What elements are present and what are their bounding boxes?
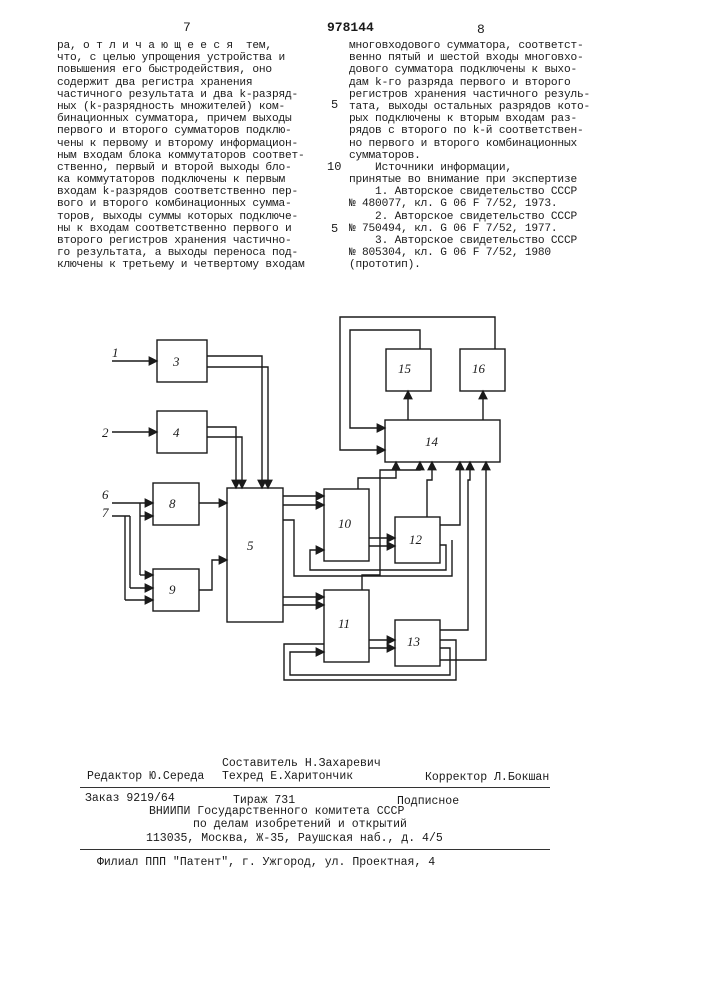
left-column-line: содержит два регистра хранения xyxy=(57,77,305,89)
left-column-line: повышения его быстродействия, оно xyxy=(57,64,305,76)
footer-branch: Филиал ППП "Патент", г. Ужгород, ул. Про… xyxy=(97,856,435,869)
footer-compiler: Составитель Н.Захаревич xyxy=(222,757,381,770)
right-column-line: 2. Авторское свидетельство СССР xyxy=(349,211,590,223)
left-column-line: второго регистров хранения частично- xyxy=(57,235,305,247)
line-number-5: 5 xyxy=(331,98,338,112)
page-number-right: 8 xyxy=(477,22,485,37)
right-column-line: принятые во внимание при экспертизе xyxy=(349,174,590,186)
left-column-line: ны к входам соответственно первого и xyxy=(57,223,305,235)
footer-address: 113035, Москва, Ж-35, Раушская наб., д. … xyxy=(146,832,443,845)
left-column-line: ка коммутаторов подключены к первым xyxy=(57,174,305,186)
right-column-line: тата, выходы остальных разрядов кото- xyxy=(349,101,590,113)
right-column-line: дового сумматора подключены к выхо- xyxy=(349,64,590,76)
right-column-line: рядов с второго по k-й соответствен- xyxy=(349,125,590,137)
left-text-column: ра, о т л и ч а ю щ е е с я тем,что, с ц… xyxy=(57,40,305,272)
line-number-10: 10 xyxy=(327,160,341,174)
label-block-16: 16 xyxy=(472,361,486,376)
left-column-line: частичного результата и два k-разряд- xyxy=(57,89,305,101)
block-5 xyxy=(227,488,283,622)
label-block-3: 3 xyxy=(172,354,180,369)
block-8 xyxy=(153,483,199,525)
left-column-line: ных (k-разрядность множителей) ком- xyxy=(57,101,305,113)
right-column-line: венно пятый и шестой входы многовхо- xyxy=(349,52,590,64)
right-column-line: № 750494, кл. G 06 F 7/52, 1977. xyxy=(349,223,590,235)
right-column-line: № 480077, кл. G 06 F 7/52, 1973. xyxy=(349,198,590,210)
left-column-line: чены к первому и второму информацион- xyxy=(57,138,305,150)
right-column-line: но первого и второго комбинационных xyxy=(349,138,590,150)
page-number-left: 7 xyxy=(183,20,191,35)
footer-editor: Редактор Ю.Середа xyxy=(87,770,204,783)
right-column-line: 1. Авторское свидетельство СССР xyxy=(349,186,590,198)
label-block-13: 13 xyxy=(407,634,421,649)
footer-subscription: Подписное xyxy=(397,795,459,808)
block-14 xyxy=(385,420,500,462)
line-number-5b: 5 xyxy=(331,222,338,236)
footer-corrector: Корректор Л.Бокшан xyxy=(425,771,549,784)
block-4 xyxy=(157,411,207,453)
left-column-line: вого и второго комбинационных сумма- xyxy=(57,198,305,210)
left-column-line: ным входам блока коммутаторов соответ- xyxy=(57,150,305,162)
label-block-8: 8 xyxy=(169,496,176,511)
label-block-9: 9 xyxy=(169,582,176,597)
left-column-line: торов, выходы суммы которых подключе- xyxy=(57,211,305,223)
footer-rule-2 xyxy=(80,849,550,850)
label-block-15: 15 xyxy=(398,361,412,376)
label-block-11: 11 xyxy=(338,616,350,631)
block-diagram: 3 4 5 8 9 10 11 12 13 14 15 16 1 2 6 7 xyxy=(0,290,707,690)
label-block-4: 4 xyxy=(173,425,180,440)
label-input-7: 7 xyxy=(102,505,109,520)
patent-number: 978144 xyxy=(327,20,374,35)
right-column-line: 3. Авторское свидетельство СССР xyxy=(349,235,590,247)
label-input-1: 1 xyxy=(112,345,119,360)
left-column-line: ключены к третьему и четвертому входам xyxy=(57,259,305,271)
left-column-line: ственно, первый и второй выходы бло- xyxy=(57,162,305,174)
left-column-line: го результата, а выходы переноса под- xyxy=(57,247,305,259)
left-column-line: первого и второго сумматоров подклю- xyxy=(57,125,305,137)
right-column-line: рых подключены к вторым входам раз- xyxy=(349,113,590,125)
right-column-line: Источники информации, xyxy=(349,162,590,174)
right-column-line: дам k-го разряда первого и второго xyxy=(349,77,590,89)
right-text-column: многовходового сумматора, соответст-венн… xyxy=(349,40,590,272)
footer-order: Заказ 9219/64 xyxy=(85,792,175,805)
right-column-line: (прототип). xyxy=(349,259,590,271)
footer-org1: ВНИИПИ Государственного комитета СССР xyxy=(149,805,404,818)
left-column-line: что, с целью упрощения устройства и xyxy=(57,52,305,64)
right-column-line: № 805304, кл. G 06 F 7/52, 1980 xyxy=(349,247,590,259)
left-column-line: бинационных сумматора, причем выходы xyxy=(57,113,305,125)
label-block-10: 10 xyxy=(338,516,352,531)
label-input-2: 2 xyxy=(102,425,109,440)
label-input-6: 6 xyxy=(102,487,109,502)
block-3 xyxy=(157,340,207,382)
right-column-line: сумматоров. xyxy=(349,150,590,162)
label-block-14: 14 xyxy=(425,434,439,449)
right-column-line: многовходового сумматора, соответст- xyxy=(349,40,590,52)
left-column-line: ра, о т л и ч а ю щ е е с я тем, xyxy=(57,40,305,52)
footer-rule-1 xyxy=(80,787,550,788)
left-column-line: входам k-разрядов соответственно пер- xyxy=(57,186,305,198)
right-column-line: регистров хранения частичного резуль- xyxy=(349,89,590,101)
label-block-5: 5 xyxy=(247,538,254,553)
footer-techred: Техред Е.Харитончик xyxy=(222,770,353,783)
footer-org2: по делам изобретений и открытий xyxy=(193,818,407,831)
block-9 xyxy=(153,569,199,611)
label-block-12: 12 xyxy=(409,532,423,547)
